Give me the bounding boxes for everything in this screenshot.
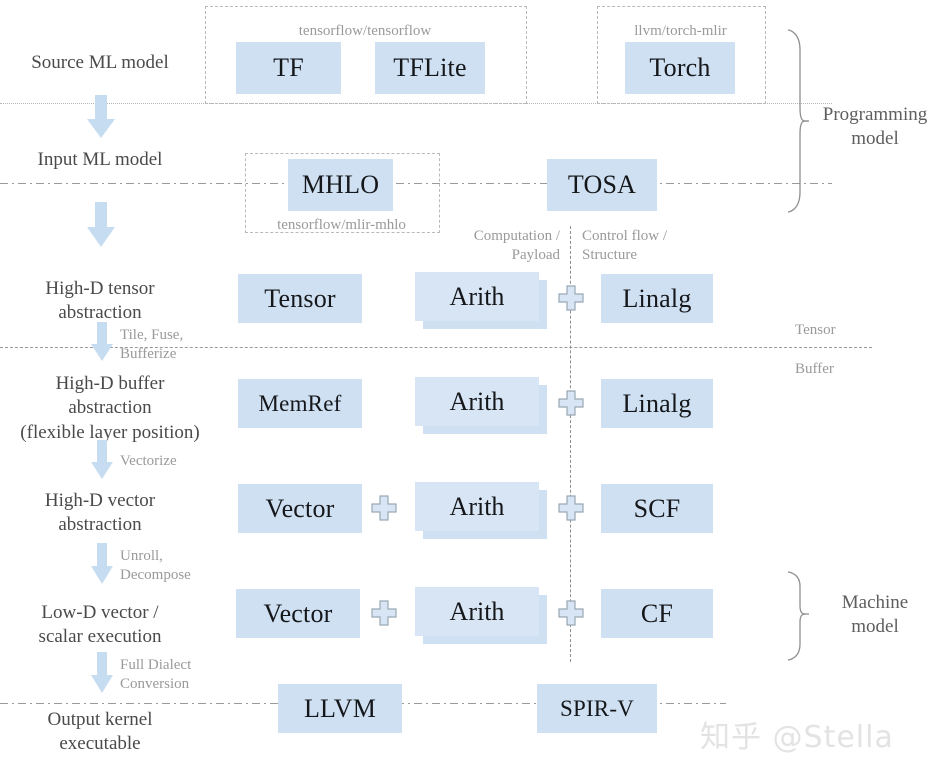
plus-icon-vector-low-right: [558, 600, 584, 626]
row-label-input-ml-model: Input ML model: [37, 149, 163, 170]
dialect-box-llvm[interactable]: LLVM: [278, 684, 402, 733]
dialect-box-tf[interactable]: TF: [236, 42, 341, 94]
brace-machine-model: [782, 570, 812, 662]
flow-arrow-unroll-decompose: [89, 543, 115, 585]
transition-label-unroll-decompose: Unroll, Decompose: [120, 548, 191, 583]
dialect-box-tosa[interactable]: TOSA: [547, 159, 657, 211]
group-box-mlir-mhlo: [245, 153, 440, 233]
row-label-high-d-tensor: High-D tensor abstraction: [45, 278, 155, 324]
column-note-control-flow-structure: Control flow / Structure: [582, 228, 667, 263]
plus-icon-tensor-row: [558, 285, 584, 311]
brace-label-machine-model: Machine model: [841, 592, 909, 638]
flow-arrow-full-dialect-conversion: [89, 652, 115, 694]
flow-arrow-1: [84, 95, 118, 139]
brace-label-programming-model: Programming model: [822, 104, 928, 150]
row-label-high-d-buffer: High-D buffer abstraction (flexible laye…: [20, 373, 200, 443]
dialect-box-arith-buffer-label: Arith: [415, 377, 539, 426]
flow-arrow-vectorize: [89, 440, 115, 480]
flow-arrow-tile-fuse-bufferize: [89, 322, 115, 362]
dialect-box-linalg-buffer[interactable]: Linalg: [601, 379, 713, 428]
group-box-torch-mlir: [597, 6, 766, 104]
repo-label-tensorflow: tensorflow/tensorflow: [298, 23, 432, 39]
transition-label-vectorize: Vectorize: [120, 453, 177, 469]
column-note-computation-payload: Computation / Payload: [473, 228, 560, 263]
dialect-box-spirv[interactable]: SPIR-V: [537, 684, 657, 733]
dialect-box-arith-low-label: Arith: [415, 587, 539, 636]
dialect-box-arith-low[interactable]: Arith: [415, 587, 547, 644]
transition-label-full-dialect-conversion: Full Dialect Conversion: [120, 657, 192, 692]
dialect-box-scf[interactable]: SCF: [601, 484, 713, 533]
separator-input-level: [0, 183, 832, 184]
dialect-box-arith-vector-label: Arith: [415, 482, 539, 531]
transition-label-tile-fuse-bufferize: Tile, Fuse, Bufferize: [120, 327, 184, 362]
dialect-box-memref[interactable]: MemRef: [238, 379, 362, 428]
dialect-box-arith-vector[interactable]: Arith: [415, 482, 547, 539]
dialect-box-vector-low[interactable]: Vector: [236, 589, 360, 638]
plus-icon-vector-high-right: [558, 495, 584, 521]
dialect-box-linalg-tensor[interactable]: Linalg: [601, 274, 713, 323]
watermark: 知乎 @Stella: [700, 720, 894, 755]
dialect-box-arith-tensor-label: Arith: [415, 272, 539, 321]
dialect-box-mhlo[interactable]: MHLO: [288, 159, 393, 211]
plus-icon-buffer-row: [558, 390, 584, 416]
dialect-box-tensor[interactable]: Tensor: [238, 274, 362, 323]
dialect-box-torch[interactable]: Torch: [625, 42, 735, 94]
dialect-box-vector-high[interactable]: Vector: [238, 484, 362, 533]
dialect-box-cf[interactable]: CF: [601, 589, 713, 638]
side-note-buffer: Buffer: [795, 361, 834, 377]
row-label-output-kernel: Output kernel executable: [47, 709, 153, 755]
flow-arrow-2: [84, 202, 118, 248]
row-label-low-d-vector: Low-D vector / scalar execution: [38, 602, 162, 648]
row-label-high-d-vector: High-D vector abstraction: [44, 490, 156, 536]
plus-icon-vector-high-left: [371, 495, 397, 521]
repo-label-torch-mlir: llvm/torch-mlir: [634, 23, 727, 39]
row-label-source-ml-model: Source ML model: [31, 52, 169, 73]
brace-programming-model: [782, 28, 812, 214]
repo-label-mlir-mhlo: tensorflow/mlir-mhlo: [277, 217, 406, 233]
group-box-tensorflow: [205, 6, 527, 104]
dialect-box-tflite[interactable]: TFLite: [375, 42, 485, 94]
separator-tensor-buffer: [0, 347, 872, 348]
dialect-box-arith-buffer[interactable]: Arith: [415, 377, 547, 434]
divider-payload-structure: [570, 226, 571, 662]
plus-icon-vector-low-left: [371, 600, 397, 626]
dialect-box-arith-tensor[interactable]: Arith: [415, 272, 547, 329]
side-note-tensor: Tensor: [795, 322, 836, 338]
